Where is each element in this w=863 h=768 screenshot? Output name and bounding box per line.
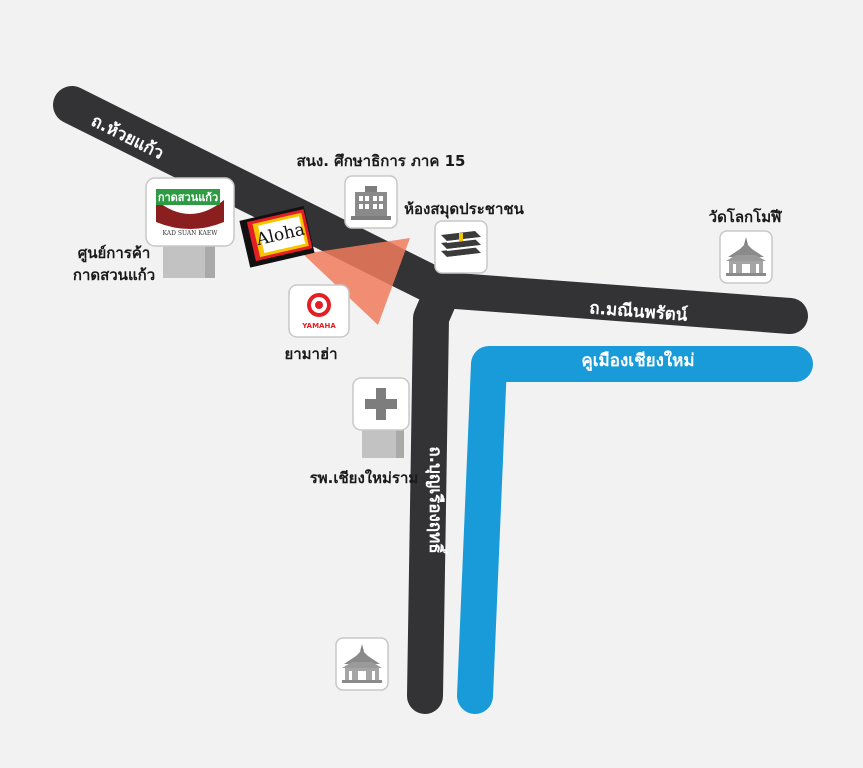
temple-icon[interactable] bbox=[719, 230, 773, 284]
road-bunrueang-rit bbox=[407, 272, 461, 714]
destination-pointer bbox=[303, 238, 410, 325]
kad-suan-kaew-label-line2: กาดสวนแก้ว bbox=[73, 266, 155, 284]
medical-cross-icon bbox=[352, 377, 410, 431]
road-label-bunrueang-rit: ถ.บุญเรืองฤทธิ์ bbox=[425, 446, 449, 555]
road-manin-nopparat bbox=[425, 272, 808, 334]
moat-label: คูเมืองเชียงใหม่ bbox=[581, 350, 694, 372]
government-building-icon[interactable] bbox=[344, 175, 398, 229]
office-label: สนง. ศึกษาธิการ ภาค 15 bbox=[297, 152, 466, 170]
wat-lok-molee-label: วัดโลกโมฬี bbox=[709, 207, 782, 226]
hospital-marker[interactable] bbox=[352, 377, 410, 458]
kad-suan-kaew-pillar-side bbox=[205, 226, 215, 278]
yamaha-logo-icon[interactable]: YAMAHA bbox=[288, 284, 350, 338]
kad-suan-kaew-logo-thai-bg bbox=[156, 189, 220, 205]
kad-suan-kaew-swoosh bbox=[156, 200, 224, 229]
aloha-sign[interactable]: Aloha bbox=[239, 205, 315, 268]
library-label: ห้องสมุดประชาชน bbox=[404, 200, 524, 219]
books-icon[interactable] bbox=[434, 220, 488, 274]
kad-suan-kaew-marker[interactable]: กาดสวนแก้ว KAD SUAN KAEW bbox=[145, 177, 235, 278]
yamaha-label: ยามาฮ่า bbox=[284, 345, 337, 363]
temple-icon[interactable] bbox=[335, 637, 389, 691]
kad-suan-kaew-label-line1: ศูนย์การค้า bbox=[78, 244, 151, 263]
hospital-label: รพ.เชียงใหม่ราม bbox=[310, 469, 419, 487]
kad-suan-kaew-logo-thai: กาดสวนแก้ว bbox=[158, 191, 218, 204]
yamaha-logo-text: YAMAHA bbox=[301, 322, 336, 330]
hospital-pillar-side bbox=[396, 420, 404, 458]
moat-line bbox=[457, 346, 813, 714]
kad-suan-kaew-logo-en: KAD SUAN KAEW bbox=[163, 230, 219, 237]
